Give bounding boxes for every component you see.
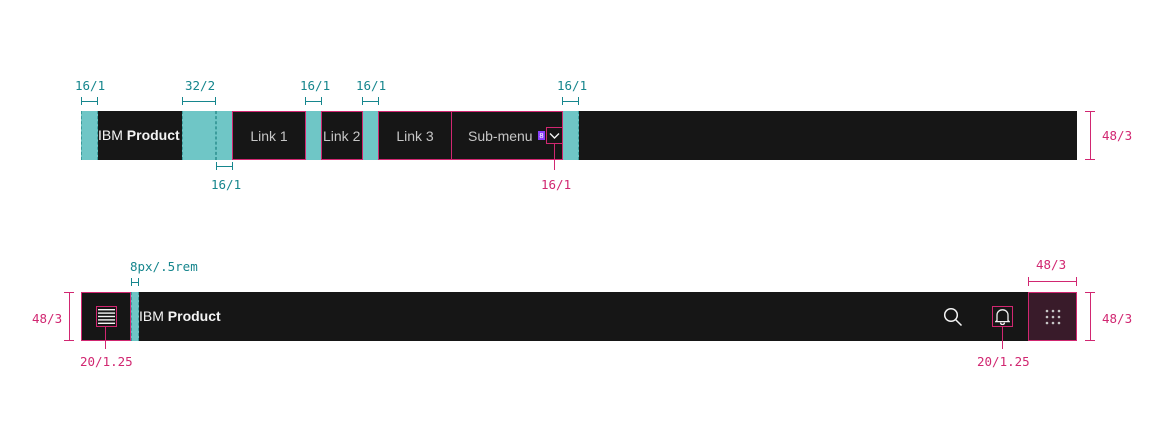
dim-line-height-right [1090,292,1091,341]
label-height-top: 48/3 [1102,128,1133,143]
label-pad-brand-right: 32/2 [185,78,216,93]
menu-button[interactable] [81,292,131,341]
dim-line-brand-left [81,101,98,102]
label-pad-brand-left: 16/1 [75,78,106,93]
spacing-link3-left [362,111,379,160]
dim-line-submenu-right [562,101,579,102]
nav-link-2-label: Link 2 [323,127,361,144]
spacing-brand-left [81,111,98,160]
dim-line-width [1028,281,1077,282]
spacing-link2-left [305,111,322,160]
dim-line-gap [131,282,139,283]
mobile-brand[interactable]: IBM Product [139,308,221,324]
dim-line-link1-left [216,166,233,167]
spacing-brand-gap [131,292,139,341]
spacing-submenu-right [562,111,579,160]
label-chevron-size: 16/1 [541,177,572,192]
label-notification-size: 20/1.25 [977,354,1030,369]
nav-link-1-label: Link 1 [250,127,288,144]
nav-link-1[interactable]: Link 1 [232,111,306,160]
dim-tick-v [1028,277,1029,286]
brand-prefix: IBM [98,127,123,143]
dim-tick [182,97,183,105]
spacing-brand-right [182,111,216,160]
label-pad-submenu-right: 16/1 [557,78,588,93]
label-height-left: 48/3 [32,311,63,326]
dim-tick [216,162,217,170]
nav-link-3[interactable]: Link 3 [378,111,452,160]
dim-tick [321,97,322,105]
submenu-badge-text: 8 [539,131,544,140]
dim-tick-h [1085,159,1095,160]
brand-name: Product [167,308,221,324]
dim-tick [81,97,82,105]
label-hamburger-size: 20/1.25 [80,354,133,369]
dim-tick [378,97,379,105]
dim-tick [131,278,132,286]
dim-line-height-left [69,292,70,341]
dim-tick [215,97,216,105]
dim-tick-h [64,340,74,341]
mobile-header-bar [81,292,1077,341]
brand-name: Product [126,127,180,143]
submenu-badge: 8 [538,131,545,140]
dim-tick [562,97,563,105]
spacing-link1-left [216,111,233,160]
dim-line-link2 [305,101,322,102]
app-switcher-icon [1045,309,1060,324]
label-pad-link1-left: 16/1 [211,177,242,192]
search-icon[interactable] [942,306,964,328]
dim-tick [578,97,579,105]
dim-tick [138,278,139,286]
leader-chevron [554,144,555,170]
app-switcher-button[interactable] [1028,292,1077,341]
label-pad-link2: 16/1 [300,78,331,93]
hamburger-icon [95,306,117,327]
desktop-header-bar [81,111,1077,160]
dim-line-link3 [362,101,379,102]
dim-line-brand-right [182,101,216,102]
leader-notification [1002,327,1003,349]
label-width-48: 48/3 [1036,257,1067,272]
label-gap-8: 8px/.5rem [130,259,198,274]
leader-hamburger [105,327,106,349]
desktop-brand[interactable]: IBM Product [98,127,180,143]
dim-line-height-top [1090,111,1091,160]
label-height-right: 48/3 [1102,311,1133,326]
submenu-label: Sub-menu [468,127,533,144]
brand-prefix: IBM [139,308,164,324]
chevron-down-icon[interactable] [546,127,563,144]
dim-tick [362,97,363,105]
dim-tick-h [1085,340,1095,341]
nav-link-3-label: Link 3 [396,127,434,144]
dim-tick [305,97,306,105]
dim-tick-v [1076,277,1077,286]
notification-icon[interactable] [992,306,1013,327]
label-pad-link3: 16/1 [356,78,387,93]
nav-link-2[interactable]: Link 2 [321,111,363,160]
dim-tick [232,162,233,170]
dim-tick [97,97,98,105]
